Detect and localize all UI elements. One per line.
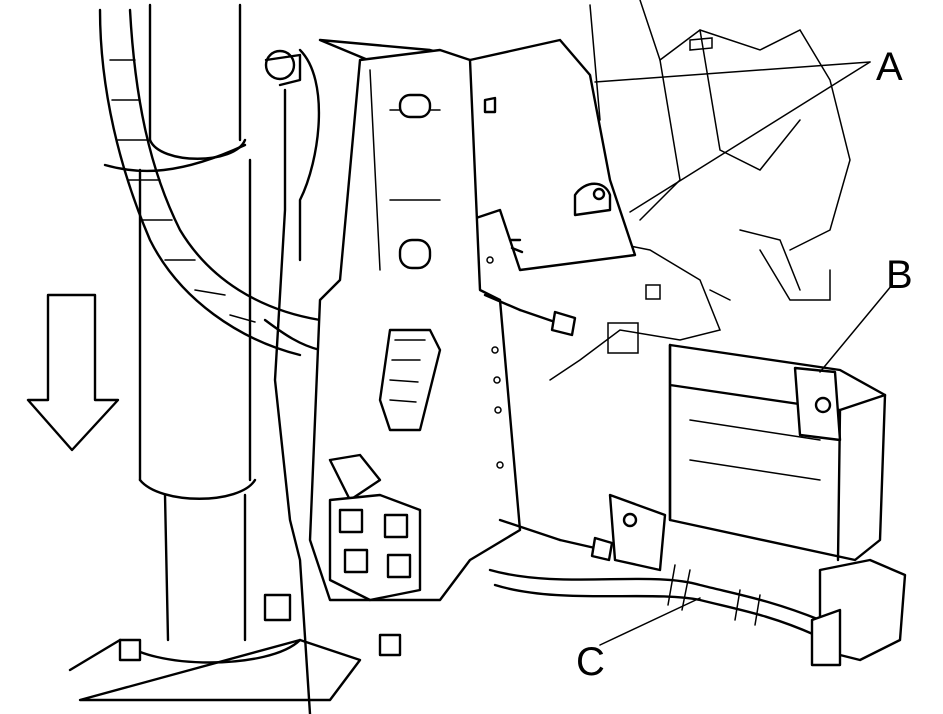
callout-c: C — [576, 640, 605, 684]
bolt-upper — [518, 308, 577, 337]
ground-cable — [264, 48, 321, 714]
leader-a-lower — [629, 61, 871, 213]
callout-a: A — [876, 45, 903, 89]
mounting-bolts — [118, 293, 614, 662]
leader-lines — [594, 61, 893, 646]
control-module — [668, 343, 887, 562]
steering-column-post — [68, 3, 362, 702]
wiring-harness — [98, 8, 322, 357]
electrical-connector — [328, 328, 442, 502]
leader-b — [819, 284, 893, 373]
down-arrow-icon — [26, 293, 120, 452]
relay-block — [328, 493, 422, 602]
leader-c — [599, 597, 701, 646]
callout-b: B — [886, 253, 913, 297]
module-harness — [488, 493, 907, 667]
stud-nuts — [118, 593, 402, 662]
bolt-lower — [558, 536, 614, 562]
leader-a-upper — [594, 61, 871, 83]
background-structure — [549, 0, 851, 381]
